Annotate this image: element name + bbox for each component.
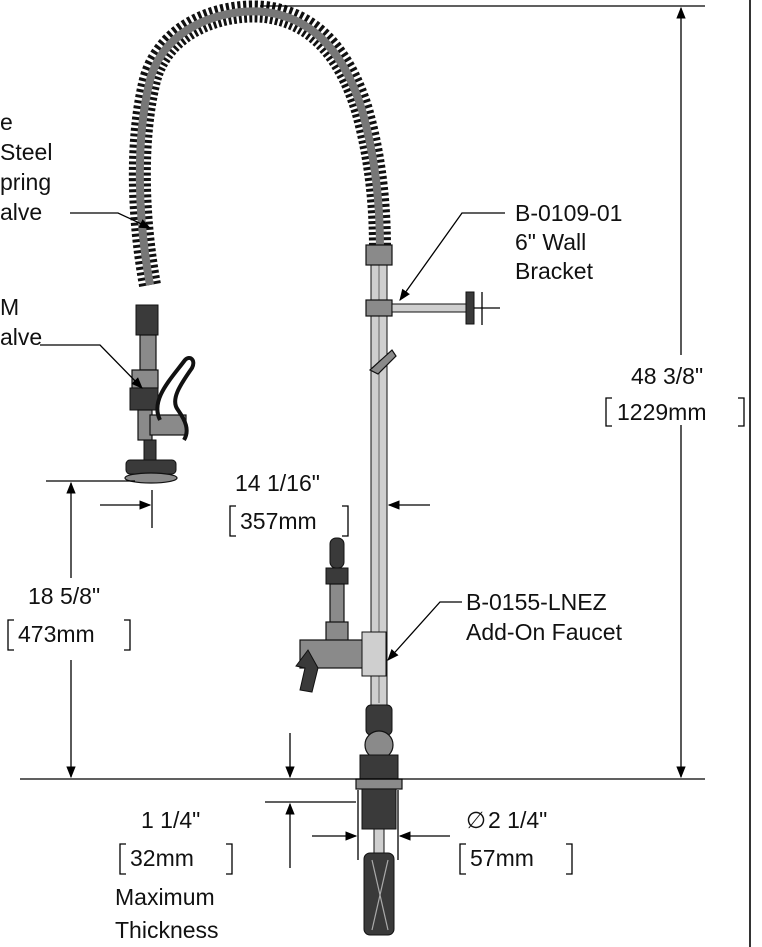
overall-height-mm-brackets xyxy=(605,397,745,427)
wall-bracket xyxy=(365,291,500,325)
faucet-leader xyxy=(387,601,462,661)
hose-label-line1: e xyxy=(0,109,13,135)
hole-diameter-mm-brackets xyxy=(459,843,573,875)
thickness-mm-brackets xyxy=(119,843,233,875)
hose-label-line3: pring xyxy=(0,169,51,195)
spray-valve-label-line2: alve xyxy=(0,324,42,350)
spray-valve-leader xyxy=(40,344,143,389)
reach-mm: 357mm xyxy=(240,508,317,534)
spray-valve xyxy=(124,304,196,484)
hole-diameter-inches: 2 1/4" xyxy=(488,807,547,833)
overall-height-mm: 1229mm xyxy=(617,399,706,425)
overall-height-inches: 48 3/8" xyxy=(631,363,703,389)
spray-height-mm: 473mm xyxy=(18,621,95,647)
spray-valve-label-line1: M xyxy=(0,294,19,320)
hose-label-line4: alve xyxy=(0,199,42,225)
bracket-label-line3: Bracket xyxy=(515,258,594,284)
thickness-caption-line1: Maximum xyxy=(115,884,215,910)
hole-diameter-mm: 57mm xyxy=(470,845,534,871)
faucet-drawing xyxy=(124,0,500,936)
hole-diameter-symbol: ∅ xyxy=(466,807,486,833)
faucet-code-label: B-0155-LNEZ xyxy=(466,589,607,615)
add-on-faucet xyxy=(295,537,387,693)
bracket-code-label: B-0109-01 xyxy=(515,200,622,226)
hose-label-line2: Steel xyxy=(0,139,52,165)
hose-leader xyxy=(70,212,152,229)
spray-height-inches: 18 5/8" xyxy=(28,583,100,609)
spray-height-mm-brackets xyxy=(7,619,131,651)
thickness-mm: 32mm xyxy=(130,845,194,871)
thickness-inches: 1 1/4" xyxy=(141,807,200,833)
reach-inches: 14 1/16" xyxy=(235,470,320,496)
bracket-leader xyxy=(399,212,505,301)
thickness-caption-line2: Thickness xyxy=(115,917,219,943)
bracket-label-line2: 6" Wall xyxy=(515,229,586,255)
base-valve xyxy=(355,704,403,936)
overhead-spring xyxy=(128,0,391,287)
faucet-label-line2: Add-On Faucet xyxy=(466,619,623,645)
reach-mm-brackets xyxy=(229,505,349,537)
